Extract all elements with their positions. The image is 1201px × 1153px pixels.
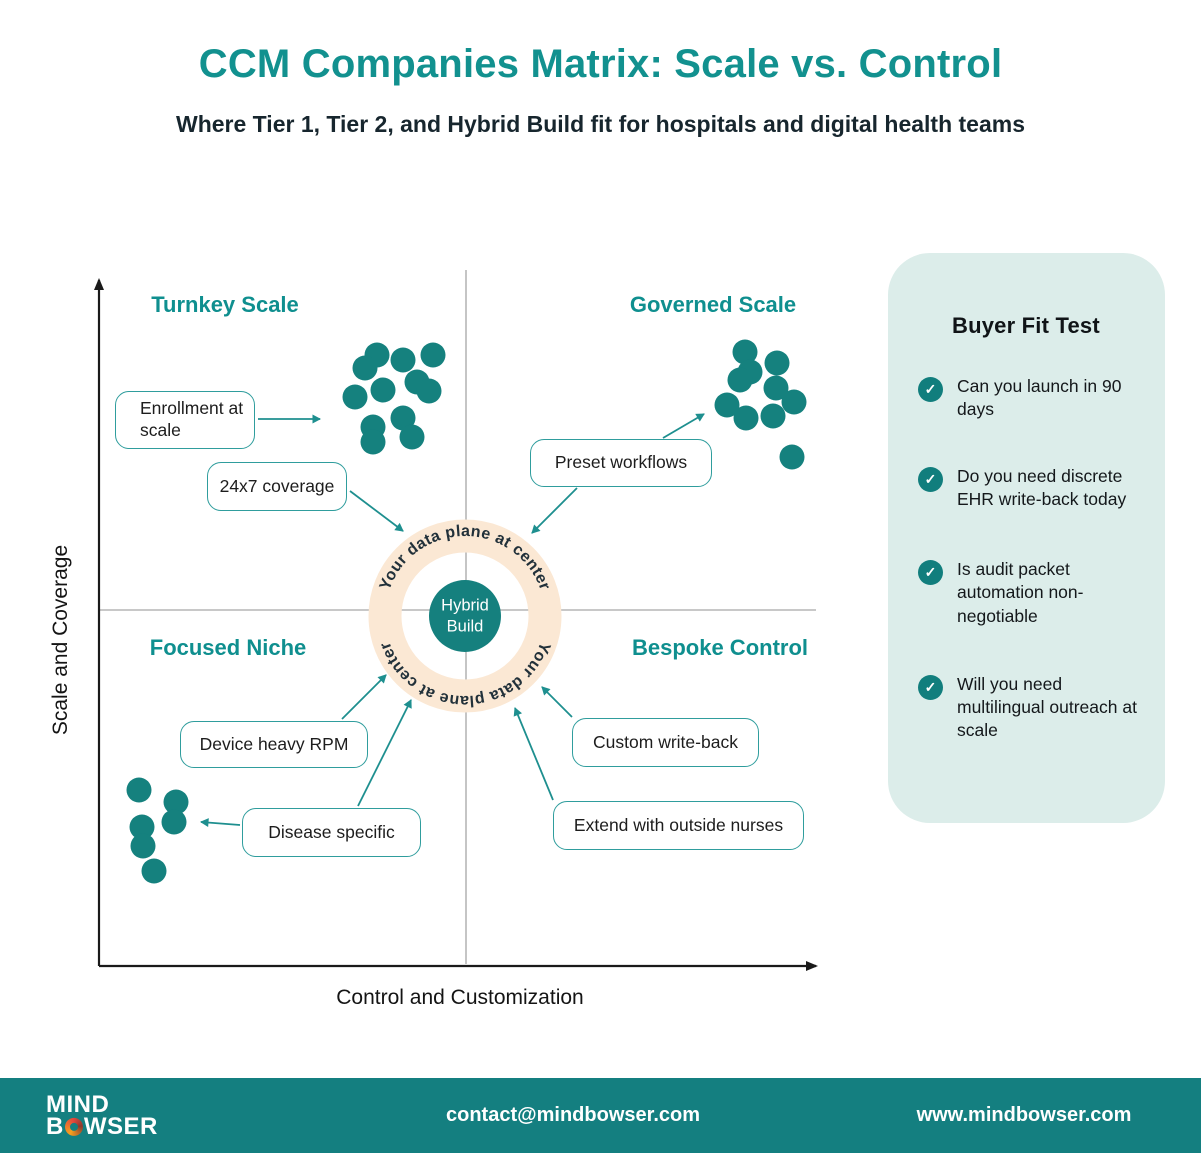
company-dot-focused bbox=[130, 833, 156, 859]
callout-enrollment-at-scale: Enrollment at scale bbox=[115, 391, 255, 449]
company-dot-governed bbox=[779, 444, 805, 470]
company-dot-focused bbox=[141, 858, 167, 884]
checklist-item: ✓ Can you launch in 90 days bbox=[918, 375, 1145, 421]
quadrant-label-bespoke: Bespoke Control bbox=[631, 635, 809, 660]
quadrant-label-governed: Governed Scale bbox=[629, 292, 797, 317]
company-dot-turnkey bbox=[360, 429, 386, 455]
company-dot-governed bbox=[764, 350, 790, 376]
company-dot-turnkey bbox=[416, 378, 442, 404]
hybrid-build-label: Hybrid Build bbox=[441, 596, 489, 636]
hybrid-build-circle bbox=[429, 580, 501, 652]
x-axis-label: Control and Customization bbox=[336, 986, 584, 1009]
arrow-disease-to-cluster bbox=[200, 818, 241, 828]
logo-text-bottom-start: B bbox=[46, 1112, 64, 1140]
arrow-device-to-ring bbox=[341, 674, 387, 720]
company-dot-governed bbox=[714, 392, 740, 418]
footer-bar: MIND B WSER contact@mindbowser.com www.mi… bbox=[0, 1078, 1201, 1153]
arrow-disease-to-ring bbox=[357, 699, 412, 807]
company-dot-turnkey bbox=[342, 384, 368, 410]
check-icon: ✓ bbox=[918, 560, 943, 586]
check-icon: ✓ bbox=[918, 467, 943, 493]
quadrant-label-turnkey: Turnkey Scale bbox=[151, 292, 299, 317]
company-dot-governed bbox=[781, 389, 807, 415]
callout-extend-outside-nurses: Extend with outside nurses bbox=[553, 801, 804, 850]
checklist-item: ✓ Will you need multilingual outreach at… bbox=[918, 673, 1145, 742]
checklist-item-label: Can you launch in 90 days bbox=[957, 376, 1122, 420]
logo-text-bottom-end: WSER bbox=[83, 1112, 158, 1140]
company-dot-focused bbox=[129, 814, 155, 840]
callout-disease-specific: Disease specific bbox=[242, 808, 421, 857]
logo-text-top: MIND bbox=[46, 1090, 110, 1118]
callout-custom-write-back: Custom write-back bbox=[572, 718, 759, 767]
company-dot-turnkey bbox=[352, 355, 378, 381]
company-dot-governed bbox=[763, 375, 789, 401]
buyer-fit-test-panel: Buyer Fit Test ✓ Can you launch in 90 da… bbox=[888, 253, 1165, 823]
arrow-custom-to-ring bbox=[541, 686, 573, 718]
company-dot-focused bbox=[161, 809, 187, 835]
company-dot-focused bbox=[126, 777, 152, 803]
company-dot-turnkey bbox=[399, 424, 425, 450]
callout-24x7-coverage: 24x7 coverage bbox=[207, 462, 347, 511]
checklist-item-label: Is audit packet automation non-negotiabl… bbox=[957, 559, 1084, 626]
arrow-coverage-to-ring bbox=[349, 490, 404, 532]
company-dot-focused bbox=[163, 789, 189, 815]
sidebar-title: Buyer Fit Test bbox=[952, 313, 1100, 338]
arrow-preset-to-ring bbox=[531, 487, 578, 534]
checklist-item: ✓ Is audit packet automation non-negotia… bbox=[918, 558, 1145, 627]
quadrant-label-focused: Focused Niche bbox=[149, 635, 307, 660]
company-dot-turnkey bbox=[390, 405, 416, 431]
checklist-item-label: Will you need multilingual outreach at s… bbox=[957, 673, 1137, 740]
website-url[interactable]: www.mindbowser.com bbox=[916, 1104, 1132, 1126]
contact-email[interactable]: contact@mindbowser.com bbox=[446, 1104, 700, 1126]
checklist-item: ✓ Do you need discrete EHR write-back to… bbox=[918, 465, 1145, 511]
mindbowser-logo: MIND B WSER bbox=[46, 1090, 158, 1140]
company-dot-turnkey bbox=[420, 342, 446, 368]
check-icon: ✓ bbox=[918, 674, 943, 700]
center-ring bbox=[368, 519, 562, 713]
company-dot-governed bbox=[733, 405, 759, 431]
arrow-extend-to-ring bbox=[513, 707, 554, 801]
page-title: CCM Companies Matrix: Scale vs. Control bbox=[198, 42, 1003, 86]
company-dot-turnkey bbox=[370, 377, 396, 403]
company-dot-governed bbox=[727, 367, 753, 393]
y-axis-label: Scale and Coverage bbox=[49, 544, 72, 736]
checklist-item-label: Do you need discrete EHR write-back toda… bbox=[957, 466, 1127, 510]
callout-device-heavy-rpm: Device heavy RPM bbox=[180, 721, 368, 768]
callout-preset-workflows: Preset workflows bbox=[530, 439, 712, 487]
company-dot-clusters bbox=[126, 339, 807, 884]
arrow-preset-to-cluster bbox=[662, 413, 705, 439]
company-dot-turnkey bbox=[390, 347, 416, 373]
callout-arrows bbox=[200, 413, 705, 828]
page-subtitle: Where Tier 1, Tier 2, and Hybrid Build f… bbox=[175, 111, 1026, 137]
check-icon: ✓ bbox=[918, 377, 943, 402]
company-dot-governed bbox=[732, 339, 758, 365]
logo-swirl-o-icon bbox=[64, 1117, 83, 1136]
company-dot-governed bbox=[760, 403, 786, 429]
